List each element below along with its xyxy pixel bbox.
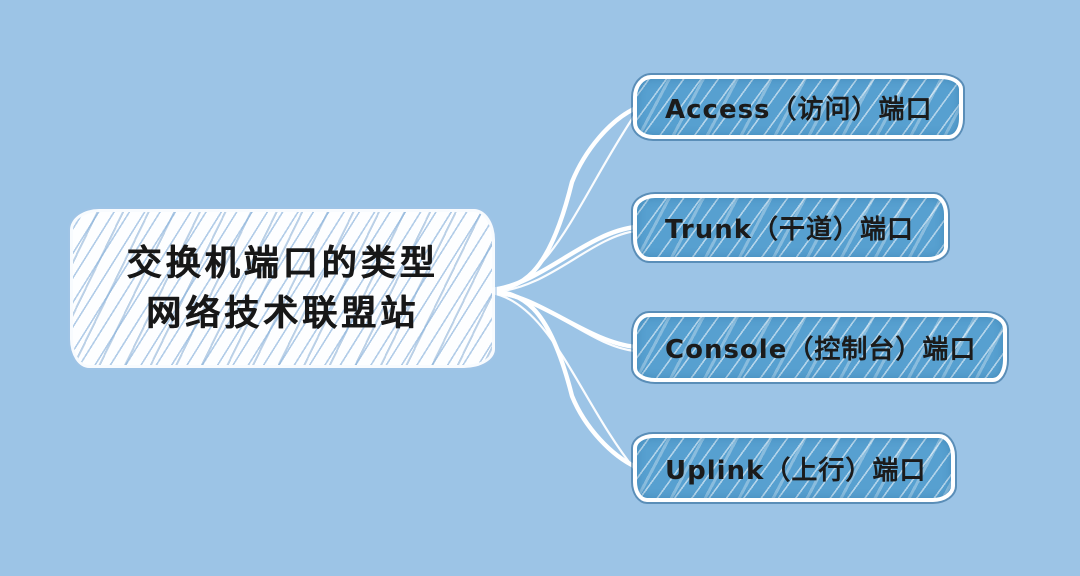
branch-node-console[interactable]: Console（控制台）端口 — [633, 313, 1007, 382]
root-node[interactable]: 交换机端口的类型 网络技术联盟站 — [73, 212, 492, 365]
branch-node-uplink[interactable]: Uplink（上行）端口 — [633, 434, 955, 502]
root-title-line-1: 交换机端口的类型 — [126, 243, 439, 284]
connector-console — [487, 288, 639, 353]
connector-trunk — [487, 224, 639, 294]
branch-label-trunk: Trunk（干道）端口 — [665, 215, 915, 245]
branch-node-access[interactable]: Access（访问）端口 — [633, 75, 963, 139]
connector-uplink — [487, 288, 639, 473]
branch-label-console: Console（控制台）端口 — [665, 335, 977, 365]
connector-access — [487, 105, 639, 294]
root-title-line-2: 网络技术联盟站 — [145, 293, 419, 334]
branch-label-access: Access（访问）端口 — [665, 94, 933, 125]
branch-node-trunk[interactable]: Trunk（干道）端口 — [633, 194, 948, 261]
branch-label-uplink: Uplink（上行）端口 — [665, 455, 927, 486]
